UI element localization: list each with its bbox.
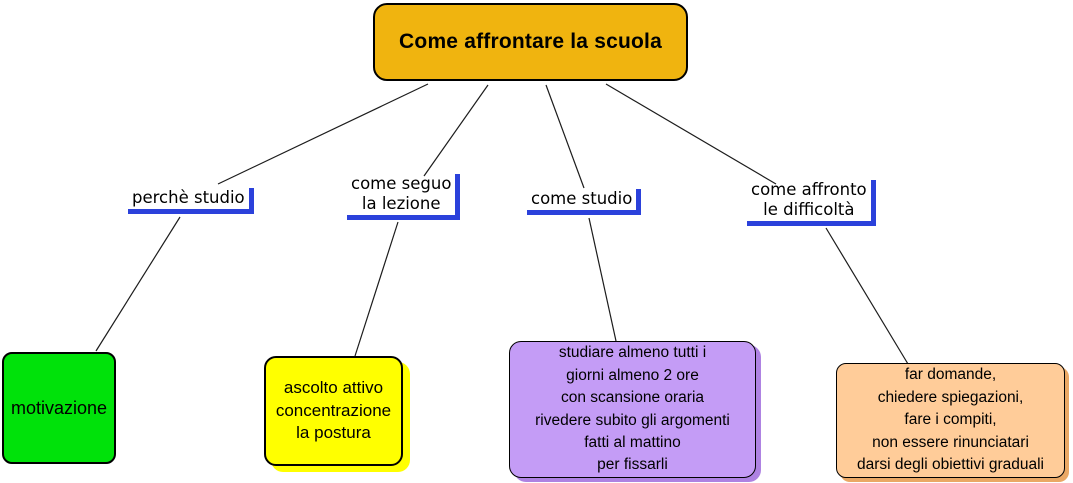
connector-come-seguo-to-ascolto xyxy=(354,221,399,357)
linking-phrase-come-studio[interactable]: come studio xyxy=(527,189,642,215)
concept-node-root[interactable]: Come affrontare la scuola xyxy=(373,3,688,81)
linking-phrase-come-affronto-le-difficolta[interactable]: come affronto le difficoltà xyxy=(747,180,876,226)
linking-phrase-come-seguo-la-lezione[interactable]: come seguo la lezione xyxy=(347,174,461,220)
concept-node-studiare[interactable]: studiare almeno tutti i giorni almeno 2 … xyxy=(509,341,756,478)
connector-come-affronto-to-far-domande xyxy=(825,227,909,365)
concept-node-motivazione[interactable]: motivazione xyxy=(2,352,116,464)
connector-perche-studio-to-motivazione xyxy=(95,216,181,352)
connector-root-to-come-studio xyxy=(545,84,585,189)
linking-phrase-perche-studio[interactable]: perchè studio xyxy=(128,188,254,214)
connector-come-studio-to-studiare xyxy=(588,217,617,342)
connector-root-to-come-affronto xyxy=(605,83,777,185)
connector-root-to-come-seguo xyxy=(423,84,489,177)
concept-node-far-domande[interactable]: far domande, chiedere spiegazioni, fare … xyxy=(836,363,1065,478)
concept-node-ascolto-attivo[interactable]: ascolto attivo concentrazione la postura xyxy=(264,356,403,466)
connector-root-to-perche-studio xyxy=(217,83,429,185)
